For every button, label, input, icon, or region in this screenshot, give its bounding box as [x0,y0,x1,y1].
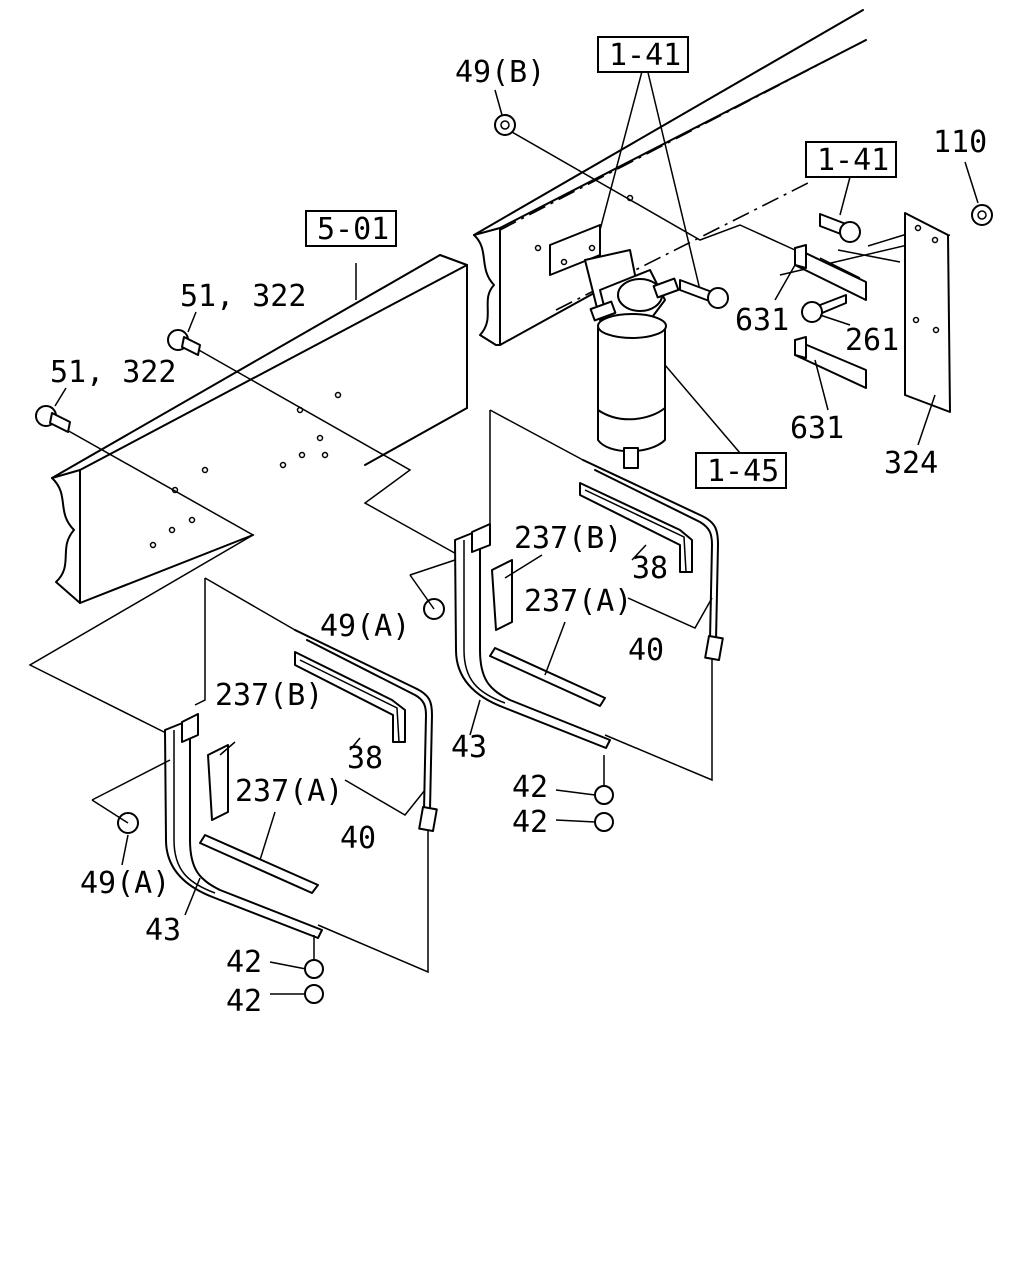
label-upper-strap-40: 40 [628,633,664,668]
label-lower-nut-49a: 49(A) [80,866,170,901]
frame-rail-front [51,254,468,604]
label-lower-nut-42-b: 42 [226,984,262,1019]
label-upper-pad-237a: 237(A) [524,584,632,619]
label-lower-nut-42-a: 42 [226,945,262,980]
label-lower-strap-38: 38 [347,741,383,776]
assembly-lines [28,59,951,736]
ref-label-1-41-right: 1-41 [817,143,889,178]
label-upper-bracket-43: 43 [451,730,487,765]
ref-label-1-41-top: 1-41 [609,38,681,73]
label-lower-bracket-43: 43 [145,913,181,948]
ref-box-5-01 [305,210,397,247]
frame-rail-rear [473,9,867,346]
label-lower-strap-40: 40 [340,821,376,856]
ref-label-1-45: 1-45 [707,454,779,489]
label-upper-nut-42-b: 42 [512,805,548,840]
label-lower-pad-237b: 237(B) [215,678,323,713]
label-bolt-51-322-b: 51, 322 [50,355,176,390]
hanger-set-lower [91,577,438,1004]
label-bolt-51-322-a: 51, 322 [180,279,306,314]
ref-label-5-01: 5-01 [317,212,389,247]
ref-box-1-41-right [805,141,897,178]
label-upper-pad-237b: 237(B) [514,521,622,556]
hanger-set-upper [409,409,724,832]
label-upper-strap-38: 38 [632,551,668,586]
label-nut-49b: 49(B) [455,55,545,90]
fuel-filter-assembly [549,224,680,469]
label-bracket-631-a: 631 [735,303,789,338]
label-bracket-631-b: 631 [790,411,844,446]
ref-box-1-45 [695,452,787,489]
label-lower-pad-237a: 237(A) [235,774,343,809]
label-upper-nut-49a: 49(A) [320,609,410,644]
label-upper-nut-42-a: 42 [512,770,548,805]
ref-box-1-41-top [597,36,689,73]
label-nut-110: 110 [933,125,987,160]
label-plate-324: 324 [884,446,938,481]
label-bolt-261: 261 [845,323,899,358]
right-components [35,114,993,433]
